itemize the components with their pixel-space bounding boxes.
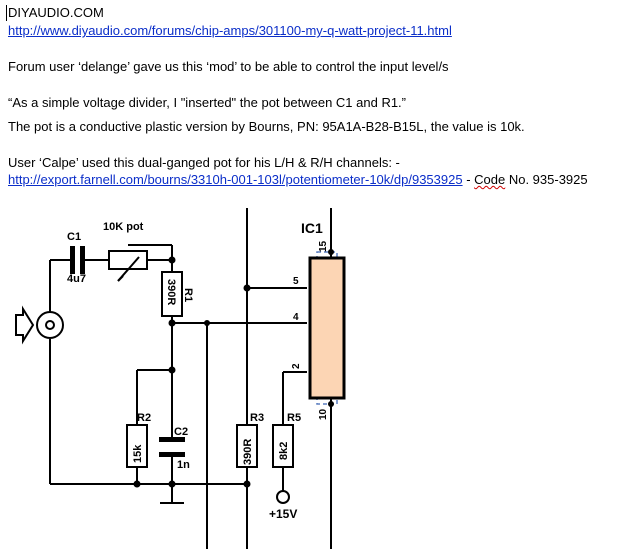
r2-label: R2 bbox=[137, 412, 151, 424]
pin-4: 4 bbox=[293, 312, 299, 323]
pin-5: 5 bbox=[293, 276, 299, 287]
ic1-chip bbox=[308, 251, 346, 405]
r5-value: 8k2 bbox=[278, 442, 290, 460]
junction-dots bbox=[133, 249, 334, 488]
pot-label: 10K pot bbox=[103, 221, 144, 233]
farnell-link[interactable]: http://export.farnell.com/bourns/3310h-0… bbox=[8, 172, 463, 187]
c2-value: 1n bbox=[177, 459, 190, 471]
r2-value: 15k bbox=[132, 444, 144, 463]
c1-value: 4u7 bbox=[67, 273, 86, 285]
resistor-r5 bbox=[272, 424, 294, 468]
r3-label: R3 bbox=[250, 412, 264, 424]
pin-15: 15 bbox=[318, 240, 329, 252]
diyaudio-link[interactable]: http://www.diyaudio.com/forums/chip-amps… bbox=[8, 23, 452, 38]
r1-label: R1 bbox=[182, 288, 194, 302]
input-jack-icon bbox=[15, 305, 64, 345]
pin-10: 10 bbox=[318, 408, 329, 420]
farnell-line: http://export.farnell.com/bourns/3310h-0… bbox=[8, 172, 588, 188]
resistor-r1 bbox=[161, 271, 183, 317]
c1-label: C1 bbox=[67, 231, 81, 243]
potentiometer-symbol bbox=[108, 250, 148, 282]
pot-info-paragraph: The pot is a conductive plastic version … bbox=[8, 119, 525, 134]
text-cursor bbox=[6, 5, 7, 21]
code-word: Code bbox=[474, 172, 506, 187]
delange-paragraph: Forum user ‘delange’ gave us this ‘mod’ … bbox=[8, 59, 449, 74]
r1-value: 390R bbox=[165, 279, 177, 305]
quote-paragraph: “As a simple voltage divider, I "inserte… bbox=[8, 95, 406, 110]
ic1-label: IC1 bbox=[301, 220, 323, 236]
r3-value: 390R bbox=[242, 439, 254, 465]
separator: - bbox=[462, 172, 475, 187]
supply-terminal-icon bbox=[276, 490, 290, 504]
capacitor-c1 bbox=[70, 246, 85, 274]
calpe-paragraph: User ‘Calpe’ used this dual-ganged pot f… bbox=[8, 155, 400, 170]
supply-label: +15V bbox=[269, 507, 297, 521]
site-heading: DIYAUDIO.COM bbox=[8, 5, 104, 20]
r5-label: R5 bbox=[287, 412, 301, 424]
capacitor-c2 bbox=[159, 437, 185, 457]
code-number: No. 935-3925 bbox=[505, 172, 588, 187]
resistor-r3 bbox=[236, 424, 258, 468]
pin-2: 2 bbox=[291, 363, 302, 369]
resistor-r2 bbox=[126, 424, 148, 468]
circuit-schematic: IC1 10K pot C1 4u7 R1 390R R2 15k C2 1n … bbox=[15, 208, 346, 549]
c2-label: C2 bbox=[174, 426, 188, 438]
